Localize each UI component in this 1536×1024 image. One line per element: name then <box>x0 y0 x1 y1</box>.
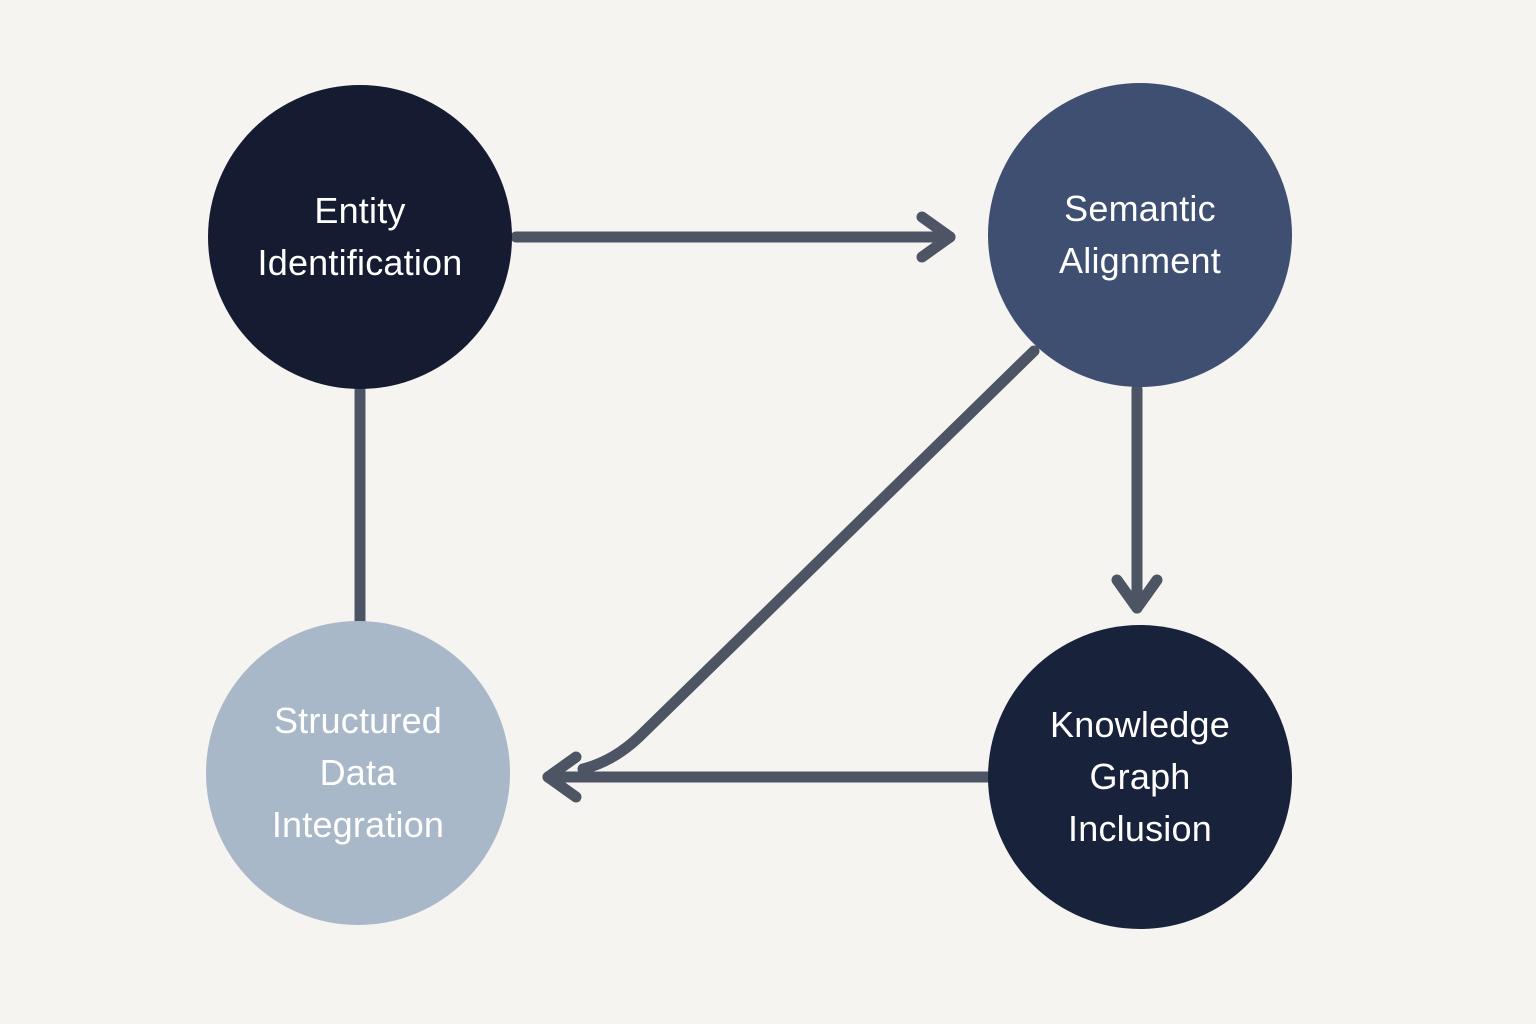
node-knowledge-graph-inclusion: Knowledge Graph Inclusion <box>988 625 1292 929</box>
node-label-knowledge-graph-inclusion: Knowledge Graph Inclusion <box>1050 704 1230 849</box>
node-structured-data-integration: Structured Data Integration <box>206 621 510 925</box>
node-semantic-alignment: Semantic Alignment <box>988 83 1292 387</box>
edge-semantic-to-structured <box>577 345 1040 775</box>
node-entity-identification: Entity Identification <box>208 85 512 389</box>
node-label-semantic-alignment: Semantic Alignment <box>1059 188 1221 281</box>
node-label-structured-data-integration: Structured Data Integration <box>271 700 445 845</box>
node-label-entity-identification: Entity Identification <box>257 190 463 283</box>
